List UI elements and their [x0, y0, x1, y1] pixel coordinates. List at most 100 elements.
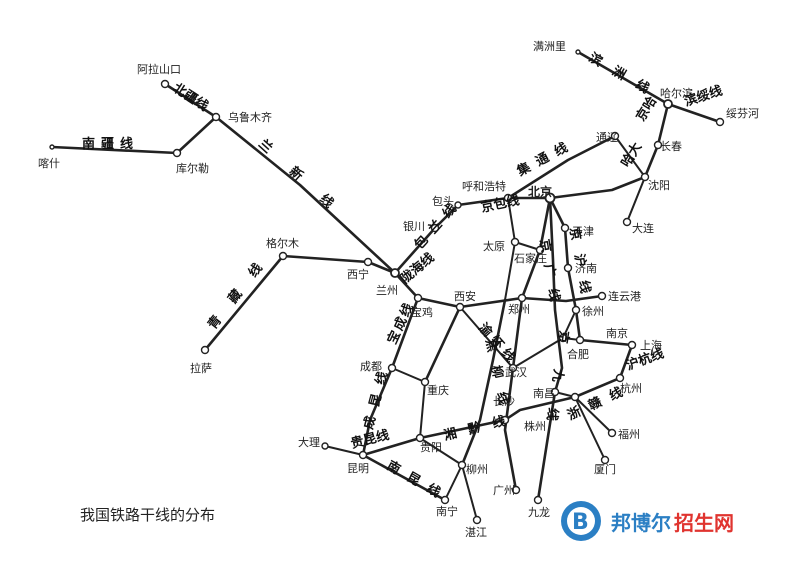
- city-dot: [211, 112, 221, 122]
- city-label-jinan: 济南: [575, 261, 597, 275]
- city-dot: [503, 193, 513, 203]
- city-dot: [610, 131, 620, 141]
- city-dot: [278, 251, 288, 261]
- rail-waifu: [574, 396, 613, 434]
- rail-jiaoliu: [460, 298, 507, 467]
- city-label-fuzhou: 福州: [618, 427, 640, 441]
- city-dot: [575, 335, 585, 345]
- rail-qiangui: [419, 437, 463, 466]
- rail-zhegan: [573, 376, 622, 399]
- city-dot: [49, 144, 55, 150]
- city-label-taiyuan: 太原: [483, 240, 505, 253]
- rail-wuhan-hefei: [512, 337, 564, 369]
- rail-shenda: [626, 176, 646, 223]
- city-markers: [49, 49, 725, 525]
- rail-xianggui: [444, 464, 463, 501]
- rail-tongliao-shenyang: [614, 135, 646, 178]
- line-label-lanxin: 兰新线: [255, 136, 357, 230]
- city-label-dalian: 大连: [632, 221, 654, 235]
- city-label-zhanjiang: 湛江: [465, 526, 487, 539]
- city-dot: [358, 450, 368, 460]
- city-dot: [472, 515, 482, 525]
- city-label-harbin: 哈尔滨: [660, 86, 693, 100]
- city-label-beijing: 北京: [528, 184, 552, 199]
- city-label-manzhouli: 满洲里: [533, 40, 566, 53]
- rail-taijiao: [514, 241, 541, 251]
- city-label-lanzhou: 兰州: [376, 284, 398, 297]
- city-label-xining: 西宁: [347, 267, 369, 281]
- city-labels: 阿拉山口 乌鲁木齐 喀什 库尔勒 满洲里 哈尔滨 绥芬河 通辽 长春 沈阳 大连…: [38, 40, 759, 539]
- city-dot: [575, 49, 581, 55]
- city-label-golmud: 格尔木: [266, 236, 299, 250]
- city-label-chengdu: 成都: [360, 360, 382, 373]
- city-label-shijiazhuang: 石家庄: [514, 251, 547, 265]
- watermark-logo-inner: [567, 507, 595, 535]
- city-dot: [321, 442, 329, 450]
- city-dot: [627, 340, 637, 350]
- city-dot: [457, 460, 467, 470]
- watermark-text-a: 邦博尔: [611, 511, 671, 535]
- city-label-lianyungang: 连云港: [608, 290, 641, 303]
- city-label-zhuzhou: 株州: [524, 419, 546, 433]
- rail-dali: [324, 445, 364, 456]
- city-dot: [622, 217, 632, 227]
- city-label-lhasa: 拉萨: [190, 361, 212, 375]
- city-dot: [415, 433, 425, 443]
- rail-chuanqian: [419, 381, 426, 439]
- city-label-xuzhou: 徐州: [582, 304, 604, 318]
- city-dot: [550, 387, 560, 397]
- city-dot: [160, 79, 170, 89]
- rail-huhang: [618, 343, 634, 380]
- city-dot: [454, 201, 462, 209]
- city-dot: [597, 291, 607, 301]
- city-label-xian: 西安: [454, 289, 476, 303]
- city-label-urumqi: 乌鲁木齐: [228, 110, 272, 124]
- rail-baocheng: [390, 296, 420, 370]
- rail-qingzang: [203, 254, 397, 352]
- rail-yingxia: [574, 396, 606, 461]
- rail-chengyu: [391, 367, 426, 383]
- city-label-shanghai: 上海: [640, 338, 662, 352]
- city-label-korla: 库尔勒: [176, 162, 209, 175]
- line-label-beijiang: 北疆线: [170, 80, 211, 115]
- city-label-yinchuan: 银川: [403, 219, 425, 233]
- city-dot: [615, 373, 625, 383]
- rail-jingguang: [503, 196, 552, 492]
- city-label-wuhan: 武汉: [505, 366, 527, 379]
- line-label-nankun: 南昆线: [384, 458, 452, 506]
- city-label-xiamen: 厦门: [594, 462, 616, 476]
- watermark-logo-letter: B: [572, 510, 589, 535]
- city-dot: [558, 333, 568, 343]
- city-label-guangzhou: 广州: [493, 484, 515, 497]
- watermark: B 邦博尔 招生网: [561, 501, 734, 541]
- line-label-nanjiang: 南疆线: [82, 136, 139, 152]
- line-label-qingzang: 青藏线: [205, 245, 279, 333]
- city-dot: [200, 345, 210, 355]
- city-label-chongqing: 重庆: [427, 383, 449, 397]
- city-dot: [455, 302, 465, 312]
- map-caption: 我国铁路干线的分布: [80, 506, 215, 524]
- rail-binzhou: [576, 50, 670, 106]
- city-label-tongliao: 通辽: [596, 131, 618, 144]
- city-dot: [607, 428, 617, 438]
- city-dot: [563, 263, 573, 273]
- city-dot: [571, 305, 581, 315]
- city-dot: [510, 237, 520, 247]
- city-label-liuzhou: 柳州: [466, 462, 488, 476]
- rail-xiangqian: [418, 395, 577, 440]
- city-dot: [600, 455, 610, 465]
- city-label-nanning: 南宁: [436, 504, 458, 518]
- line-label-longhai: 陇海线: [397, 250, 437, 287]
- line-label-jingbao: 京包线: [480, 192, 521, 216]
- city-dot: [570, 392, 580, 402]
- city-dot: [413, 293, 423, 303]
- rail-binsui: [666, 102, 722, 124]
- city-dot: [363, 257, 373, 267]
- city-dot: [387, 363, 397, 373]
- rail-yuhuai: [459, 306, 514, 369]
- city-dot: [430, 223, 440, 233]
- city-dot: [560, 223, 570, 233]
- city-dot: [172, 148, 182, 158]
- line-label-baocheng: 宝成线: [384, 299, 418, 347]
